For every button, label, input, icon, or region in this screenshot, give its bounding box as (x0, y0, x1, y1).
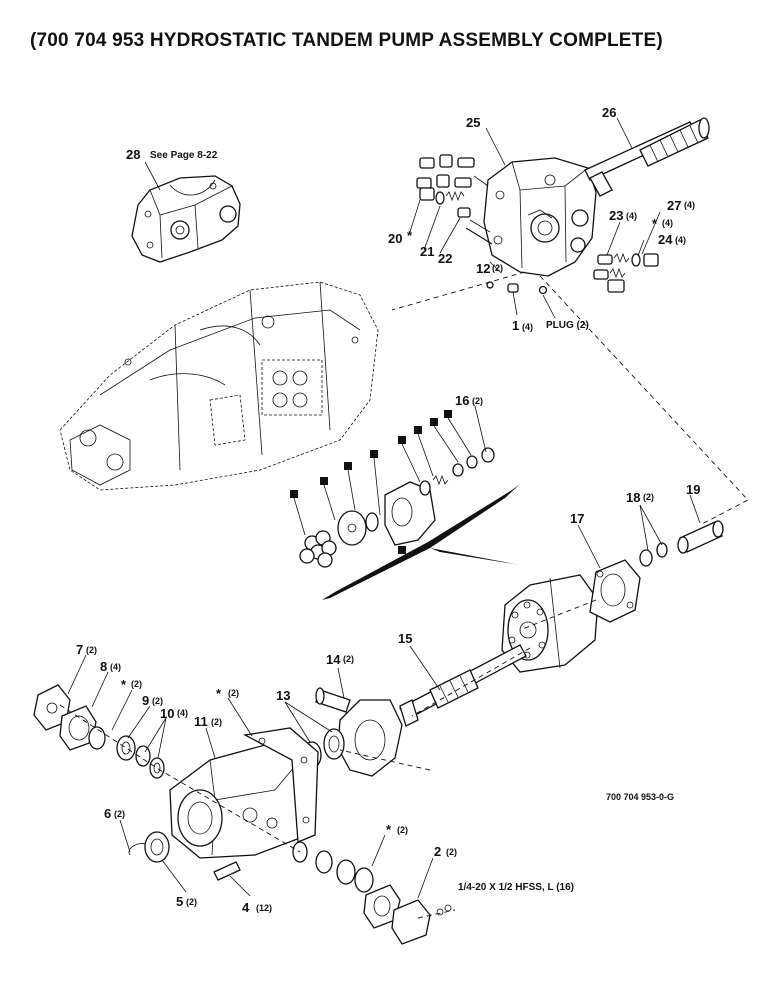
pump-cylinder-group (501, 520, 724, 673)
cylinder-block (384, 481, 436, 546)
part-14-swashplate (315, 687, 403, 777)
part-28-motor (131, 175, 241, 263)
callout-star-top-qty: (4) (662, 218, 673, 228)
callout-19: 19 (686, 482, 700, 497)
marker-square (370, 450, 378, 458)
callout-12: 12 (476, 261, 490, 276)
part-4-screw (213, 861, 241, 881)
callout-9-qty: (2) (152, 696, 163, 706)
callout-28: 28 (126, 147, 140, 162)
part-25-valve-housing (483, 157, 597, 277)
callout-23: 23 (609, 208, 623, 223)
callout-11-qty: (2) (211, 717, 222, 727)
callout-16: 16 (455, 393, 469, 408)
lower-parts (128, 831, 452, 945)
callout-20: 20 (388, 231, 402, 246)
rotating-group (290, 410, 495, 568)
callout-4: 4 (242, 900, 250, 915)
callout-6-qty: (2) (114, 809, 125, 819)
callout-1: 1 (512, 318, 519, 333)
callout-23-qty: (4) (626, 211, 637, 221)
wedge-pointer (322, 484, 520, 600)
callout-16-qty: (2) (472, 396, 483, 406)
gasket (242, 727, 319, 843)
callout-11: 11 (194, 714, 208, 729)
callout-8-qty: (4) (110, 662, 121, 672)
callout-17: 17 (570, 511, 584, 526)
part-5-seal (144, 831, 170, 863)
callout-2-qty: (2) (446, 847, 457, 857)
callout-18: 18 (626, 490, 640, 505)
drawing-number: 700 704 953-0-G (606, 792, 674, 802)
marker-square (398, 546, 406, 554)
valve-plugs (486, 281, 556, 319)
callout-27-qty: (4) (684, 200, 695, 210)
callout-12-qty: (2) (492, 263, 503, 273)
callout-star-bot: * (386, 822, 392, 837)
callout-10-qty: (4) (177, 708, 188, 718)
callout-4-qty: (12) (256, 903, 272, 913)
callout-27: 27 (667, 198, 681, 213)
valve-left-fittings (416, 154, 493, 245)
assembly-lines (59, 271, 749, 919)
see-page-note: See Page 8-22 (150, 150, 218, 161)
fastener-note: 1/4-20 X 1/2 HFSS, L (16) (458, 882, 574, 893)
marker-square (430, 418, 438, 426)
callout-26: 26 (602, 105, 616, 120)
part-17-plate (589, 559, 641, 623)
callout-star-bot-qty: (2) (397, 825, 408, 835)
part-2-cover (391, 899, 431, 945)
callout-7: 7 (76, 642, 83, 657)
marker-square (398, 436, 406, 444)
plug-label: PLUG (2) (546, 320, 589, 331)
leader-lines (67, 117, 701, 899)
callout-labels: 28 See Page 8-22 25 26 27 (4) 23 (4) * (… (76, 105, 700, 915)
valve-right-fittings (593, 252, 659, 293)
callout-star-11: * (216, 686, 222, 701)
callout-13: 13 (276, 688, 290, 703)
marker-square (414, 426, 422, 434)
marker-square (444, 410, 452, 418)
left-cover-parts (33, 684, 165, 779)
callout-6: 6 (104, 806, 111, 821)
callout-star-20: * (407, 228, 413, 243)
callout-2: 2 (434, 844, 441, 859)
callout-18-qty: (2) (643, 492, 654, 502)
callout-9: 9 (142, 693, 149, 708)
callout-star-mid-qty: (2) (131, 679, 142, 689)
callout-5: 5 (176, 894, 183, 909)
retainer-plate (337, 510, 367, 546)
callout-24-qty: (4) (675, 235, 686, 245)
marker-square (290, 490, 298, 498)
marker-square (344, 462, 352, 470)
callout-14: 14 (326, 652, 341, 667)
callout-14-qty: (2) (343, 654, 354, 664)
callout-star-top: * (652, 216, 658, 231)
tandem-pump-assembly (59, 281, 379, 491)
callout-10: 10 (160, 706, 174, 721)
callout-1-qty: (4) (522, 322, 533, 332)
callout-star-11-qty: (2) (228, 688, 239, 698)
callout-7-qty: (2) (86, 645, 97, 655)
callout-8: 8 (100, 659, 107, 674)
callout-21: 21 (420, 244, 434, 259)
callout-22: 22 (438, 251, 452, 266)
part-26-shaft (584, 117, 710, 197)
callout-24: 24 (658, 232, 673, 247)
callout-5-qty: (2) (186, 897, 197, 907)
part-11-housing (169, 727, 319, 859)
marker-square (320, 477, 328, 485)
callout-star-mid: * (121, 677, 127, 692)
diagram-title: (700 704 953 HYDROSTATIC TANDEM PUMP ASS… (30, 30, 663, 51)
callout-25: 25 (466, 115, 480, 130)
piston-set (299, 530, 337, 568)
callout-15: 15 (398, 631, 412, 646)
part-15-shaft (399, 644, 527, 727)
